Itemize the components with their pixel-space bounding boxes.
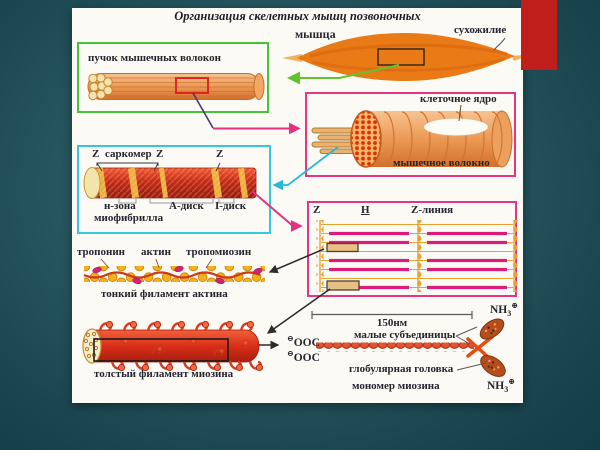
subunits-label: малые субъединицы — [354, 329, 456, 341]
scale-150nm-label: 150нм — [376, 317, 408, 329]
i-disk-label: I-диск — [215, 200, 247, 212]
a-disk-label: А-диск — [169, 200, 204, 212]
muscle-illustration — [282, 33, 533, 85]
thick-filament-caption: толстый филамент миозина — [94, 368, 234, 380]
z2-label: Z — [156, 148, 164, 160]
red-accent-bar — [521, 0, 557, 70]
troponin-label: тропонин — [77, 246, 126, 258]
sarcomere-label: саркомер — [105, 148, 152, 160]
nh-sub-top: 3 — [507, 309, 512, 319]
ooc-label-2: ⊖OOC — [287, 349, 320, 364]
actin-label: актин — [141, 246, 171, 258]
sarcomere-lattice-illustration — [266, 201, 518, 334]
lattice-h-label: Н — [361, 204, 370, 216]
bundle-title: пучок мышечных волокон — [88, 52, 221, 64]
connector-arrows — [192, 92, 301, 135]
z-line-label: Z-линия — [411, 204, 454, 216]
lattice-z-label: Z — [313, 204, 321, 216]
thin-filament-illustration — [83, 258, 265, 285]
muscle-fiber-illustration — [272, 92, 516, 191]
cyan-callout-box — [77, 145, 271, 234]
nucleus-label: клеточное ядро — [420, 93, 497, 105]
ooc-text-2: OOC — [293, 351, 320, 364]
nh-text-top: NH — [490, 303, 508, 316]
nh-sub-bottom: 3 — [504, 385, 509, 395]
myosin-monomer-illustration — [311, 311, 506, 377]
ooc-text-1: OOC — [293, 336, 320, 349]
page-title: Организация скелетных мышц позвоночных — [174, 9, 421, 23]
tropomyosin-label: тропомиозин — [186, 246, 252, 258]
nh-charge-bottom: ⊕ — [508, 377, 515, 386]
thick-filament-illustration — [82, 320, 280, 372]
z1-label: Z — [92, 148, 100, 160]
monomer-caption: мономер миозина — [352, 380, 440, 392]
myofibril-illustration — [77, 145, 303, 234]
thin-filament-caption: тонкий филамент актина — [101, 288, 228, 300]
h-zone-label: н-зона — [104, 200, 136, 212]
nh3-label-bottom: NH3⊕ — [487, 377, 515, 395]
nh-text-bottom: NH — [487, 379, 505, 392]
tendon-label: сухожилие — [454, 24, 507, 36]
fiber-label: мышечное волокно — [393, 157, 490, 169]
ooc-charge-2: ⊖ — [287, 349, 294, 358]
muscle-label: мышца — [295, 27, 336, 41]
green-callout-box — [77, 42, 269, 113]
ooc-charge-1: ⊖ — [287, 334, 294, 343]
fiber-bundle-illustration — [77, 42, 269, 113]
myofibril-label: миофибрилла — [94, 212, 164, 224]
globular-head-label: глобулярная головка — [349, 363, 454, 375]
ooc-label-1: ⊖OOC — [287, 334, 320, 349]
pink-callout-box — [305, 92, 516, 177]
nh3-label-top: NH3⊕ — [490, 301, 518, 319]
nh-charge-top: ⊕ — [511, 301, 518, 310]
z3-label: Z — [216, 148, 224, 160]
